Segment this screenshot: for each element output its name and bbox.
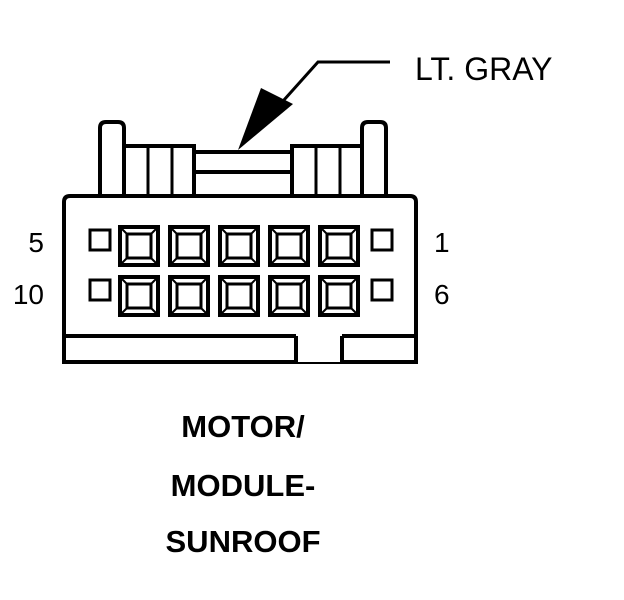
leader-line [273,60,390,112]
connector-title-line-2: MODULE- [171,468,316,503]
wire-color-label: LT. GRAY [415,51,553,87]
connector-body [62,194,418,364]
terminal-cavity [268,275,310,317]
latch-left-post [98,120,126,196]
wire-callout [238,60,390,150]
small-cavity [88,228,112,252]
keying-notch [296,334,342,362]
pin-label-5: 5 [28,227,44,258]
callout-arrowhead [238,88,293,150]
connector-title-line-1: MOTOR/ [181,409,305,444]
terminal-cavity [168,275,210,317]
terminal-cavity [118,275,160,317]
latch-right-post [360,120,388,196]
pin-label-6: 6 [434,279,450,310]
small-cavity [370,228,394,252]
connector-title-line-3: SUNROOF [166,524,321,559]
terminal-cavities [88,225,394,317]
terminal-cavity [118,225,160,267]
terminal-cavity [318,275,360,317]
connector-latch [98,120,388,198]
latch-left-block [122,144,196,198]
connector-housing [62,194,418,364]
pin-label-1: 1 [434,227,450,258]
terminal-cavity [168,225,210,267]
pin-label-10: 10 [13,279,44,310]
terminal-cavity [268,225,310,267]
latch-right-block [290,144,364,198]
terminal-cavity [218,225,260,267]
small-cavity [88,278,112,302]
terminal-cavity [318,225,360,267]
small-cavity [370,278,394,302]
latch-center-bar [192,150,294,174]
terminal-cavity [218,275,260,317]
